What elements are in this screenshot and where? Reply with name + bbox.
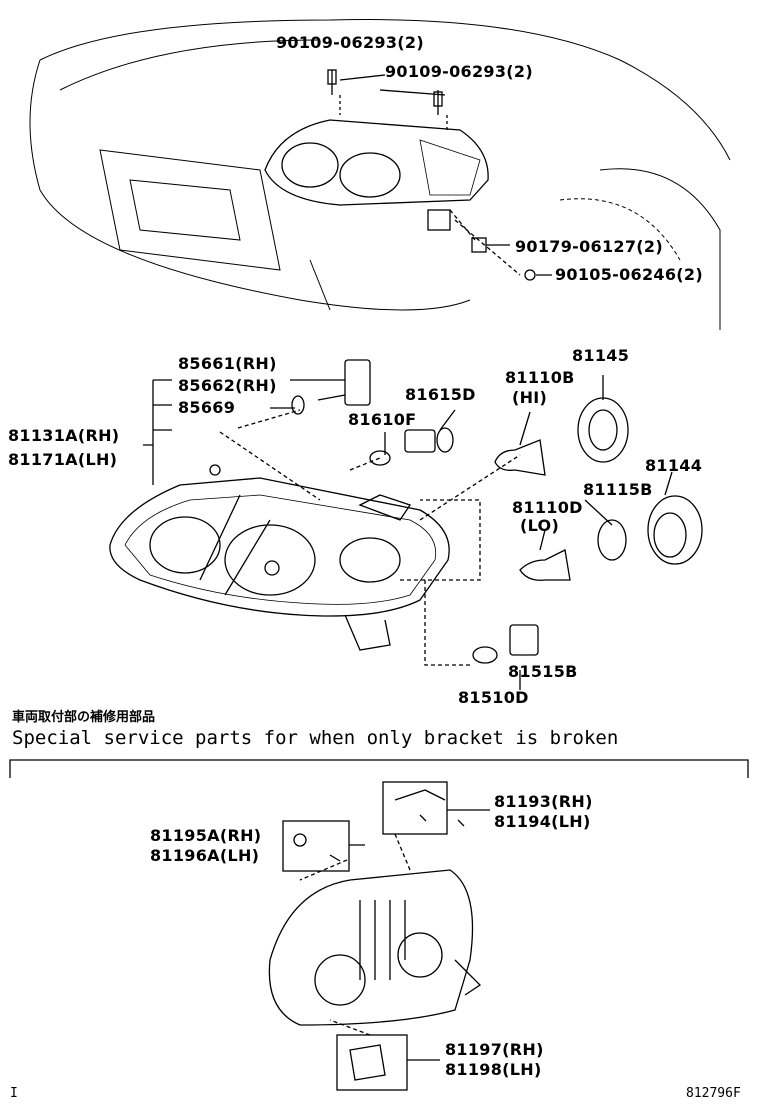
part-label-85662: 85662(RH): [178, 376, 277, 395]
headlamp-assembly: [109, 464, 450, 651]
part-label-81196a: 81196A(LH): [150, 846, 260, 865]
part-label-85669: 85669: [178, 398, 236, 417]
part-label-90109-b: 90109-06293(2): [385, 62, 533, 81]
headlamp-rear-view: [268, 781, 490, 1091]
part-label-81131a: 81131A(RH): [8, 426, 120, 445]
headlamp-installed: [264, 69, 552, 281]
part-label-81198: 81198(LH): [445, 1060, 542, 1079]
part-label-81110d: 81110D: [512, 498, 583, 517]
part-label-81110b-hi: (HI): [512, 388, 548, 407]
car-front-outline: [29, 19, 731, 330]
part-label-85661: 85661(RH): [178, 354, 277, 373]
part-label-81515b: 81515B: [508, 662, 578, 681]
part-label-90179: 90179-06127(2): [515, 237, 663, 256]
part-label-81195a: 81195A(RH): [150, 826, 262, 845]
part-label-81197: 81197(RH): [445, 1040, 544, 1059]
part-label-81171a: 81171A(LH): [8, 450, 118, 469]
part-label-81510d: 81510D: [458, 688, 529, 707]
part-label-81115b: 81115B: [583, 480, 653, 499]
part-label-81193: 81193(RH): [494, 792, 593, 811]
section-note-japanese: 車両取付部の補修用部品: [12, 710, 156, 725]
part-label-90109-a: 90109-06293(2): [276, 33, 424, 52]
part-label-81610f: 81610F: [348, 410, 417, 429]
illustration-number: 812796F: [686, 1086, 741, 1101]
part-label-81144: 81144: [645, 456, 703, 475]
section-note: Special service parts for when only brac…: [12, 727, 619, 749]
leader-lines: [143, 375, 673, 690]
part-label-81110d-lo: (LO): [520, 516, 560, 535]
part-label-81110b: 81110B: [505, 368, 575, 387]
part-label-81615d: 81615D: [405, 385, 476, 404]
part-label-81145: 81145: [572, 346, 630, 365]
part-label-81194: 81194(LH): [494, 812, 591, 831]
part-label-90105: 90105-06246(2): [555, 265, 703, 284]
section-divider: [9, 759, 749, 778]
bulbs-and-sockets: [291, 359, 703, 664]
footer-marker: I: [10, 1086, 18, 1101]
